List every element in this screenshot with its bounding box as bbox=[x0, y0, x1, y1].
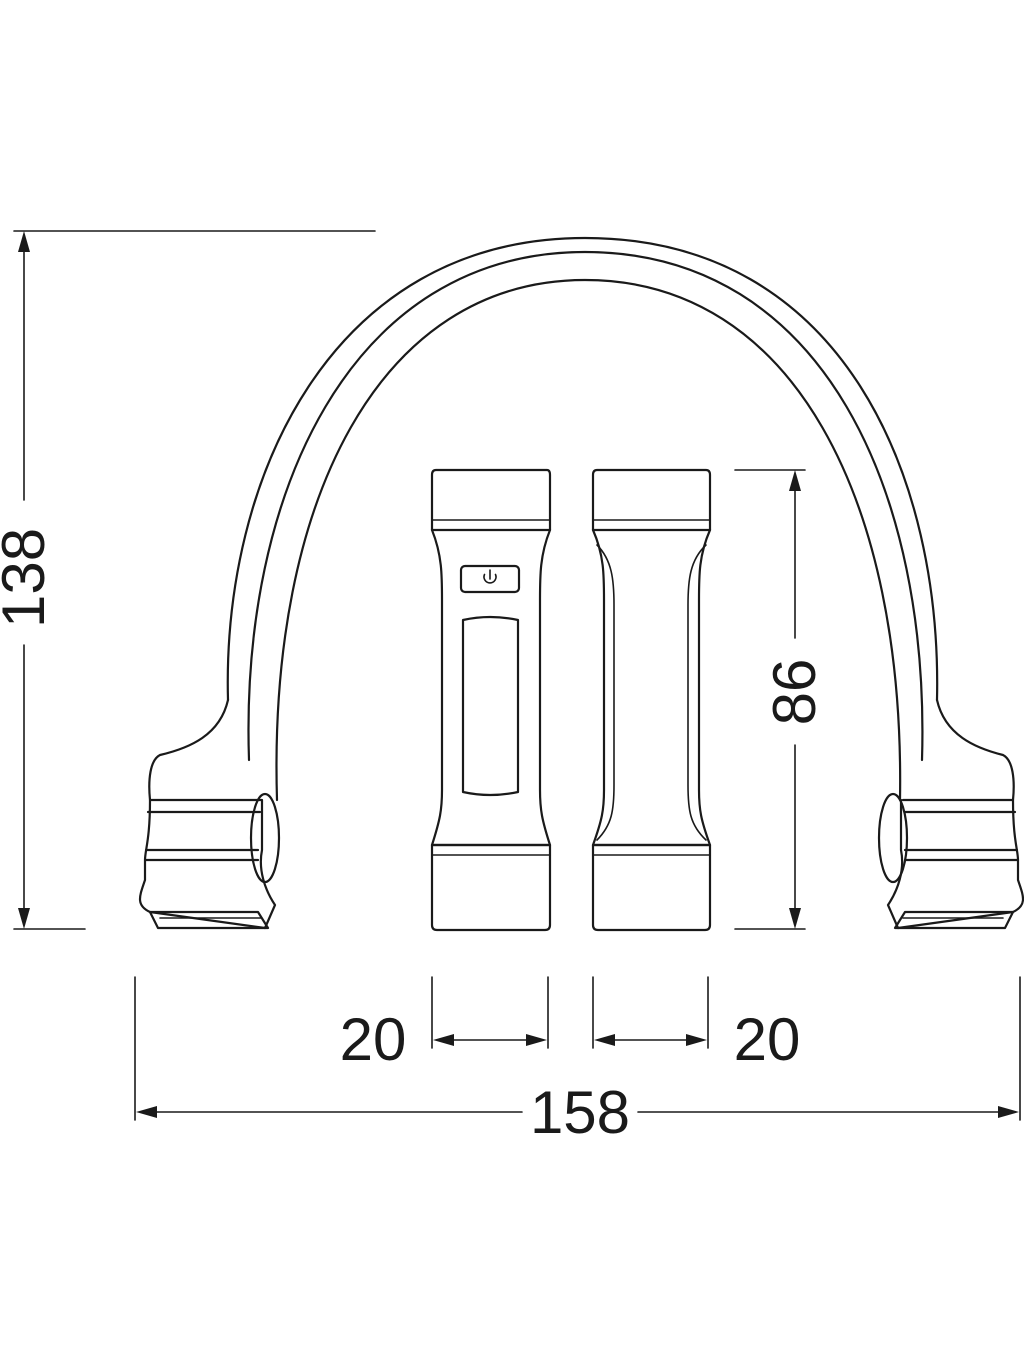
left-end-lens bbox=[148, 910, 270, 930]
side-unit-bottom-cap bbox=[591, 843, 712, 932]
right-end-shoulder bbox=[935, 698, 1015, 802]
arrow-head bbox=[998, 1106, 1019, 1118]
power-icon bbox=[483, 569, 497, 584]
front-unit-bottom-cap bbox=[430, 843, 552, 932]
arrow-head bbox=[18, 231, 30, 252]
headband-inner-edge bbox=[275, 278, 902, 802]
dimension-label: 138 bbox=[0, 528, 57, 628]
arrow-head bbox=[18, 908, 30, 929]
dimension-height-total: 138 bbox=[0, 230, 376, 930]
side-unit-right-groove bbox=[687, 544, 707, 841]
headband bbox=[226, 236, 939, 802]
front-unit-top-cap bbox=[430, 468, 552, 532]
front-unit-display bbox=[461, 615, 520, 797]
right-end-unit bbox=[877, 698, 1024, 930]
right-end-body bbox=[886, 798, 1024, 930]
arrow-head bbox=[594, 1034, 615, 1046]
arrow-head bbox=[686, 1034, 707, 1046]
power-button bbox=[459, 564, 521, 594]
headband-outer-edge bbox=[226, 236, 939, 702]
headband-middle-edge bbox=[247, 250, 924, 762]
arrow-head bbox=[433, 1034, 454, 1046]
front-unit-body bbox=[430, 528, 552, 847]
side-unit bbox=[591, 468, 712, 932]
side-unit-top-cap bbox=[591, 468, 712, 532]
arrow-head bbox=[789, 470, 801, 491]
dimension-width-left-unit: 20 bbox=[340, 976, 549, 1073]
side-unit-left-groove bbox=[596, 544, 615, 841]
arrow-head bbox=[136, 1106, 157, 1118]
left-end-knob bbox=[249, 792, 281, 884]
left-end-shoulder bbox=[148, 698, 230, 802]
dimension-width-right-unit: 20 bbox=[592, 976, 801, 1073]
left-end-body bbox=[138, 798, 277, 930]
dimension-height-unit: 86 bbox=[734, 469, 828, 930]
dimension-width-total: 158 bbox=[134, 976, 1021, 1146]
side-unit-body bbox=[591, 528, 712, 847]
right-end-knob bbox=[877, 792, 909, 884]
dimension-label: 86 bbox=[761, 659, 828, 726]
dimension-label: 20 bbox=[734, 1006, 801, 1073]
right-end-lens bbox=[893, 910, 1015, 930]
arrow-head bbox=[789, 908, 801, 929]
dimension-label: 158 bbox=[530, 1079, 630, 1146]
left-end-unit bbox=[138, 698, 281, 930]
arrow-head bbox=[526, 1034, 547, 1046]
front-unit bbox=[430, 468, 552, 932]
dimension-label: 20 bbox=[340, 1006, 407, 1073]
